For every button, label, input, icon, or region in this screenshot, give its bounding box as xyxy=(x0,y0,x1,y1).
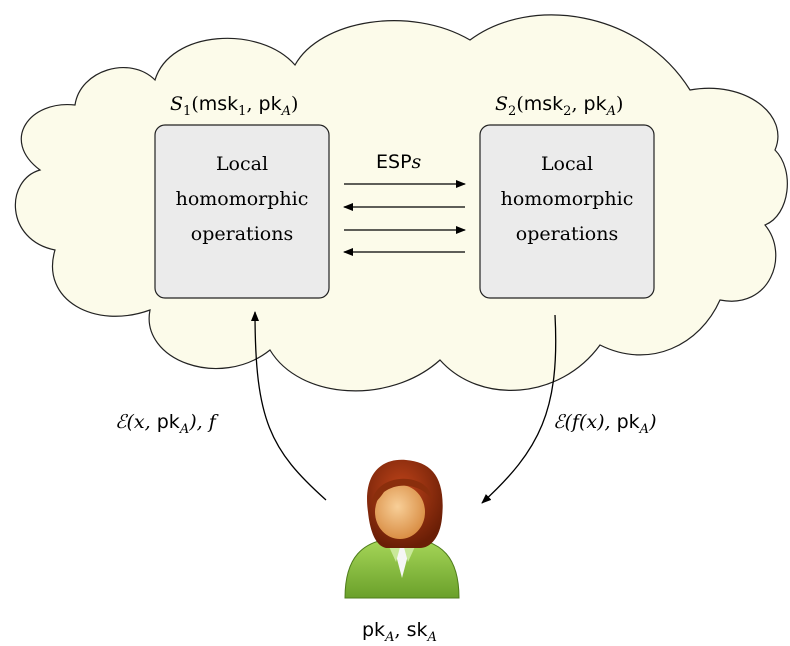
protocol-label: ESPs xyxy=(376,151,422,173)
server1-box-line-2: homomorphic xyxy=(176,188,309,210)
user-icon xyxy=(344,459,460,599)
server2-label: S2(msk2, pkA) xyxy=(495,93,623,119)
server2-box xyxy=(479,124,655,299)
server1-box-line-1: Local xyxy=(216,153,268,175)
server2-box-line-2: homomorphic xyxy=(501,188,634,210)
user-keys-label: pkA, skA xyxy=(362,619,437,645)
server2-box-line-3: operations xyxy=(516,223,618,245)
server2-box-line-1: Local xyxy=(541,153,593,175)
input-arrow xyxy=(251,311,327,501)
input-edge-label: ℰ(x, pkA), f xyxy=(115,411,219,437)
cloud-shape xyxy=(14,14,788,392)
output-edge-label: ℰ(f(x), pkA) xyxy=(553,411,656,437)
server1-box xyxy=(154,124,330,299)
server1-label: S1(msk1, pkA) xyxy=(170,93,298,119)
server1-box-line-3: operations xyxy=(191,223,293,245)
output-arrow xyxy=(481,314,557,504)
